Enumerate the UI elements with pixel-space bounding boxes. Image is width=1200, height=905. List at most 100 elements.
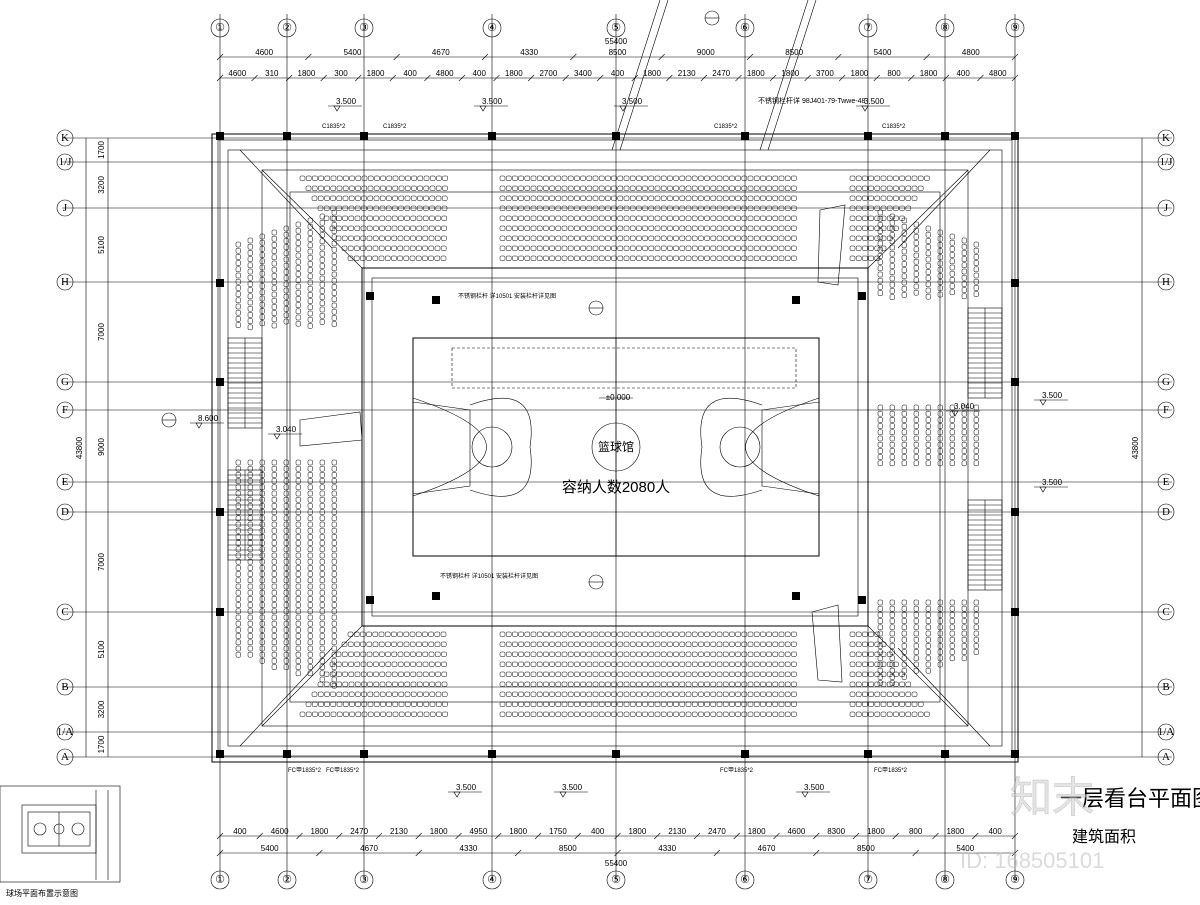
row-axis-label: G [1162,376,1170,388]
column-axis-bubble: ⑦ [858,18,878,38]
dimension-label: 400 [591,827,605,836]
elevation-mark: 3.500 [448,783,482,798]
fc-code-1: FC甲1835*2 [288,767,322,774]
row-axis-bubble: 1/A [56,723,74,741]
row-axis-label: 1/A [57,726,74,738]
column-axis-bubble: ② [277,870,297,890]
left-dimension-label: 7000 [97,553,106,571]
row-axis-label: 1/J [59,156,73,168]
dimension-label: 4330 [460,844,478,853]
column-axis-bubble: ⑧ [935,18,955,38]
left-dimension-label: 1700 [97,141,106,159]
court-capacity: 容纳人数2080人 [562,479,670,496]
dimension-label: 1800 [628,827,646,836]
row-axis-bubble: F [56,401,74,419]
row-axis-label: D [61,506,69,518]
row-axis-label: J [63,202,68,214]
elevation-value: 3.500 [1042,391,1063,400]
column-axis-label: ③ [359,22,369,34]
row-axis-label: F [1163,404,1169,416]
court-level: ±0.000 [606,393,631,402]
row-axis-bubble: J [56,199,74,217]
drawing-title: 一层看台平面图 [1060,786,1200,811]
column-axis-bubble: ② [277,18,297,38]
elevation-value: 3.500 [336,97,357,106]
column-axis-label: ⑥ [740,874,750,886]
column-axis-bubble: ③ [354,18,374,38]
dimension-label: 1800 [781,69,799,78]
row-axis-bubble: C [1157,603,1175,621]
fc-code-3: FC甲1835*2 [720,767,754,774]
row-axis-bubble: 1/A [1157,723,1174,741]
column-axis-label: ⑧ [940,874,950,886]
elevation-value: 8.600 [198,414,219,423]
row-axis-bubble: J [1157,199,1175,217]
column-axis-label: ⑦ [863,22,873,34]
dimension-label: 5400 [261,844,279,853]
dimension-label: 1800 [867,827,885,836]
column-axis-label: ⑨ [1010,874,1020,886]
column-axis-label: ② [282,874,292,886]
inset-court-diagram: 球场平面布置示意图 [0,785,121,898]
dimension-label: 300 [334,69,348,78]
dimension-label: 8500 [785,48,803,57]
dimension-label: 1800 [367,69,385,78]
upper-railing-note: 不锈钢栏杆 详10501 安装栏杆详见图 [458,292,556,300]
row-axis-bubble: G [1157,373,1175,391]
dimension-label: 4670 [758,844,776,853]
watermark-brand: 知末 [1010,774,1094,821]
dimension-label: 2130 [390,827,408,836]
door-code-2: C1835*2 [383,124,407,130]
row-axis-bubble: C [56,603,74,621]
column-axis-bubble: ⑥ [735,18,755,38]
row-axis-bubble: E [56,473,74,491]
column-axis-bubble: ⑤ [606,18,626,38]
top-total-dimension: 55400 [605,37,628,46]
row-axis-bubble: F [1157,401,1175,419]
column-axis-bubble: ④ [482,870,502,890]
elevation-value: 3.040 [276,425,297,434]
row-axis-bubble: E [1157,473,1175,491]
elevation-mark: 8.600 [190,414,224,429]
elevation-mark: 3.500 [554,783,588,798]
dimension-label: 4670 [432,48,450,57]
column-axis-label: ① [215,22,225,34]
dimension-label: 400 [403,69,417,78]
watermark-id: ID: 168505101 [960,848,1104,873]
dimension-label: 400 [611,69,625,78]
elevation-value: 3.500 [804,783,825,792]
dimension-label: 1800 [505,69,523,78]
left-dimension-label: 1700 [97,735,106,753]
column-axis-label: ⑦ [863,874,873,886]
column-axis-bubble: ⑥ [735,870,755,890]
door-code-4: C1835*2 [882,124,906,130]
dimension-label: 4800 [436,69,454,78]
row-axis-label: B [61,681,68,693]
bottom-total-dimension: 55400 [605,859,628,868]
row-axis-label: H [61,276,69,288]
column-axis-bubble: ⑨ [1005,870,1025,890]
elevation-mark: 3.500 [796,783,830,798]
row-axis-label: F [62,404,68,416]
row-axis-label: A [1162,751,1170,763]
dimension-label: 4600 [271,827,289,836]
top-railing-note: 不锈钢栏杆详 98J401-79-Twwe-48 [758,96,865,105]
column-axis-bubble: ⑦ [858,870,878,890]
row-axis-bubble: K [1157,129,1175,147]
dimension-label: 4950 [469,827,487,836]
row-axis-label: G [61,376,69,388]
elevation-value: 3.500 [1042,478,1063,487]
elevation-value: 3.500 [864,97,885,106]
lower-railing-note: 不锈钢栏杆 详10501 安装栏杆详见图 [440,572,538,580]
elevation-mark: 3.040 [946,402,980,417]
column-axis-label: ④ [487,22,497,34]
dimension-label: 8300 [827,827,845,836]
dimension-label: 400 [233,827,247,836]
section-marks [161,0,817,590]
row-axis-label: H [1162,276,1170,288]
dimension-label: 5400 [874,48,892,57]
dimension-label: 4800 [989,69,1007,78]
